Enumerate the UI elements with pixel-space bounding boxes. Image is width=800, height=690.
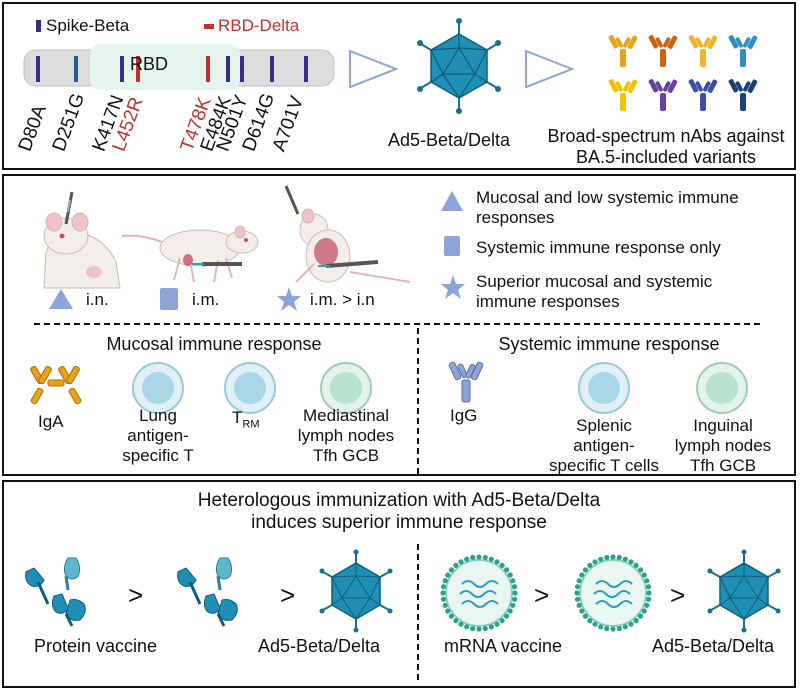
mucosal-title: Mucosal immune response: [106, 334, 322, 354]
adenovirus-icon: [417, 18, 501, 114]
protein-vaccine-label: Protein vaccine: [34, 636, 158, 656]
star-icon: [277, 287, 301, 311]
antibody-icon: [728, 79, 758, 111]
gt-symbol: >: [670, 580, 686, 610]
antibody-icon: [608, 79, 638, 111]
protein-shape: [177, 557, 238, 627]
vertical-divider: [417, 544, 419, 684]
lnp-shape: [440, 554, 518, 632]
spike-beta-legend-mark: [36, 20, 41, 32]
arrow-right-icon: [525, 49, 575, 89]
square-icon: [444, 236, 460, 256]
spike-protein-bar: [23, 44, 335, 90]
antibody-icon: [688, 35, 718, 67]
lung-t-cell-icon: [132, 362, 184, 414]
antibody-caption-line1: Broad-spectrum nAbs against: [547, 126, 785, 146]
mutation-label-d80a: D80A: [14, 102, 51, 155]
mrna-vaccine-icon: [438, 552, 520, 634]
inguinal-label-1: Inguinal: [693, 416, 753, 435]
trm-cell-icon: [224, 362, 276, 414]
arrow-right-icon: [349, 49, 399, 89]
mediastinal-label-3: Tfh GCB: [312, 446, 380, 465]
lnp-shape: [574, 554, 652, 632]
vaccine-label: Ad5-Beta/Delta: [388, 130, 511, 150]
splenic-t-cell-icon: [578, 362, 630, 414]
route-combo-label: i.m. > i.n: [310, 290, 375, 309]
gt-symbol: >: [280, 580, 296, 610]
legend-3-line1: Superior mucosal and systemic: [476, 272, 713, 291]
antibody-icon: [728, 35, 758, 67]
mouse-intranasal-icon: [43, 191, 121, 289]
splenic-label-3: specific T cells: [549, 456, 659, 475]
mrna-vaccine-label: mRNA vaccine: [444, 636, 563, 656]
vertical-divider: [417, 328, 419, 474]
rbd-delta-legend-label: RBD-Delta: [218, 16, 300, 35]
legend-1-line1: Mucosal and low systemic immune: [476, 188, 739, 207]
trm-main: T: [232, 408, 243, 427]
iga-antibody-icon: [30, 365, 82, 405]
routes-panel: i.n. i.m. i.m. > i.n Mucosal and low sys…: [2, 174, 796, 476]
lung-label-3: specific T: [122, 446, 194, 465]
ad5-label-right: Ad5-Beta/Delta: [652, 636, 775, 656]
protein-shape: [25, 557, 86, 627]
protein-vaccine-icon: [22, 554, 106, 628]
mediastinal-lymph-node-icon: [320, 362, 372, 414]
trm-sub: RM: [242, 418, 260, 431]
mutation-label-d251g: D251G: [48, 90, 90, 155]
star-icon: [441, 275, 465, 299]
mouse-combined-icon: [284, 185, 411, 283]
antibody-icon: [688, 79, 718, 111]
inguinal-label-3: Tfh GCB: [689, 456, 757, 475]
gt-symbol: >: [534, 580, 550, 610]
rbd-delta-legend-mark: [204, 24, 214, 29]
trm-label: TRM: [232, 408, 260, 430]
hetero-title-line1: Heterologous immunization with Ad5-Beta/…: [197, 490, 601, 511]
antibody-icon: [608, 35, 638, 67]
ad5-label-left: Ad5-Beta/Delta: [258, 636, 381, 656]
lung-label-1: Lung: [139, 406, 177, 425]
antibody-icon: [648, 35, 678, 67]
inguinal-label-2: lymph nodes: [674, 436, 772, 455]
route-in-label: i.n.: [86, 290, 109, 309]
legend-3-line2: immune responses: [476, 292, 620, 311]
triangle-icon: [49, 289, 73, 309]
systemic-title: Systemic immune response: [498, 334, 720, 354]
igg-label: IgG: [450, 406, 478, 425]
virus-shape: [707, 549, 781, 633]
splenic-label-1: Splenic: [576, 416, 632, 435]
virus-shape: [319, 549, 393, 633]
heterologous-panel: Heterologous immunization with Ad5-Beta/…: [2, 480, 796, 688]
antibody-icon: [648, 79, 678, 111]
square-icon: [160, 288, 178, 310]
mouse-intramuscular-icon: [121, 225, 259, 283]
mediastinal-label-2: lymph nodes: [297, 426, 395, 445]
spike-beta-legend-label: Spike-Beta: [46, 16, 130, 35]
rbd-label: RBD: [130, 54, 169, 74]
legend-2-line1: Systemic immune response only: [476, 238, 721, 257]
inguinal-lymph-node-icon: [696, 362, 748, 414]
antibody-caption-line2: BA.5-included variants: [575, 147, 757, 167]
mrna-vaccine-icon: [572, 552, 654, 634]
mediastinal-label-1: Mediastinal: [303, 406, 389, 425]
adenovirus-icon: [316, 548, 396, 634]
route-im-label: i.m.: [192, 290, 220, 309]
iga-label: IgA: [38, 412, 64, 431]
hetero-title-line2: induces superior immune response: [251, 512, 547, 533]
triangle-icon: [441, 191, 463, 211]
adenovirus-icon: [704, 548, 784, 634]
splenic-label-2: antigen-: [573, 436, 635, 455]
gt-symbol: >: [128, 580, 144, 610]
lung-label-2: antigen-: [127, 426, 189, 445]
legend-1-line2: responses: [476, 208, 555, 227]
horizontal-divider: [34, 323, 762, 325]
igg-antibody-icon: [448, 361, 484, 403]
protein-vaccine-icon: [174, 554, 258, 628]
